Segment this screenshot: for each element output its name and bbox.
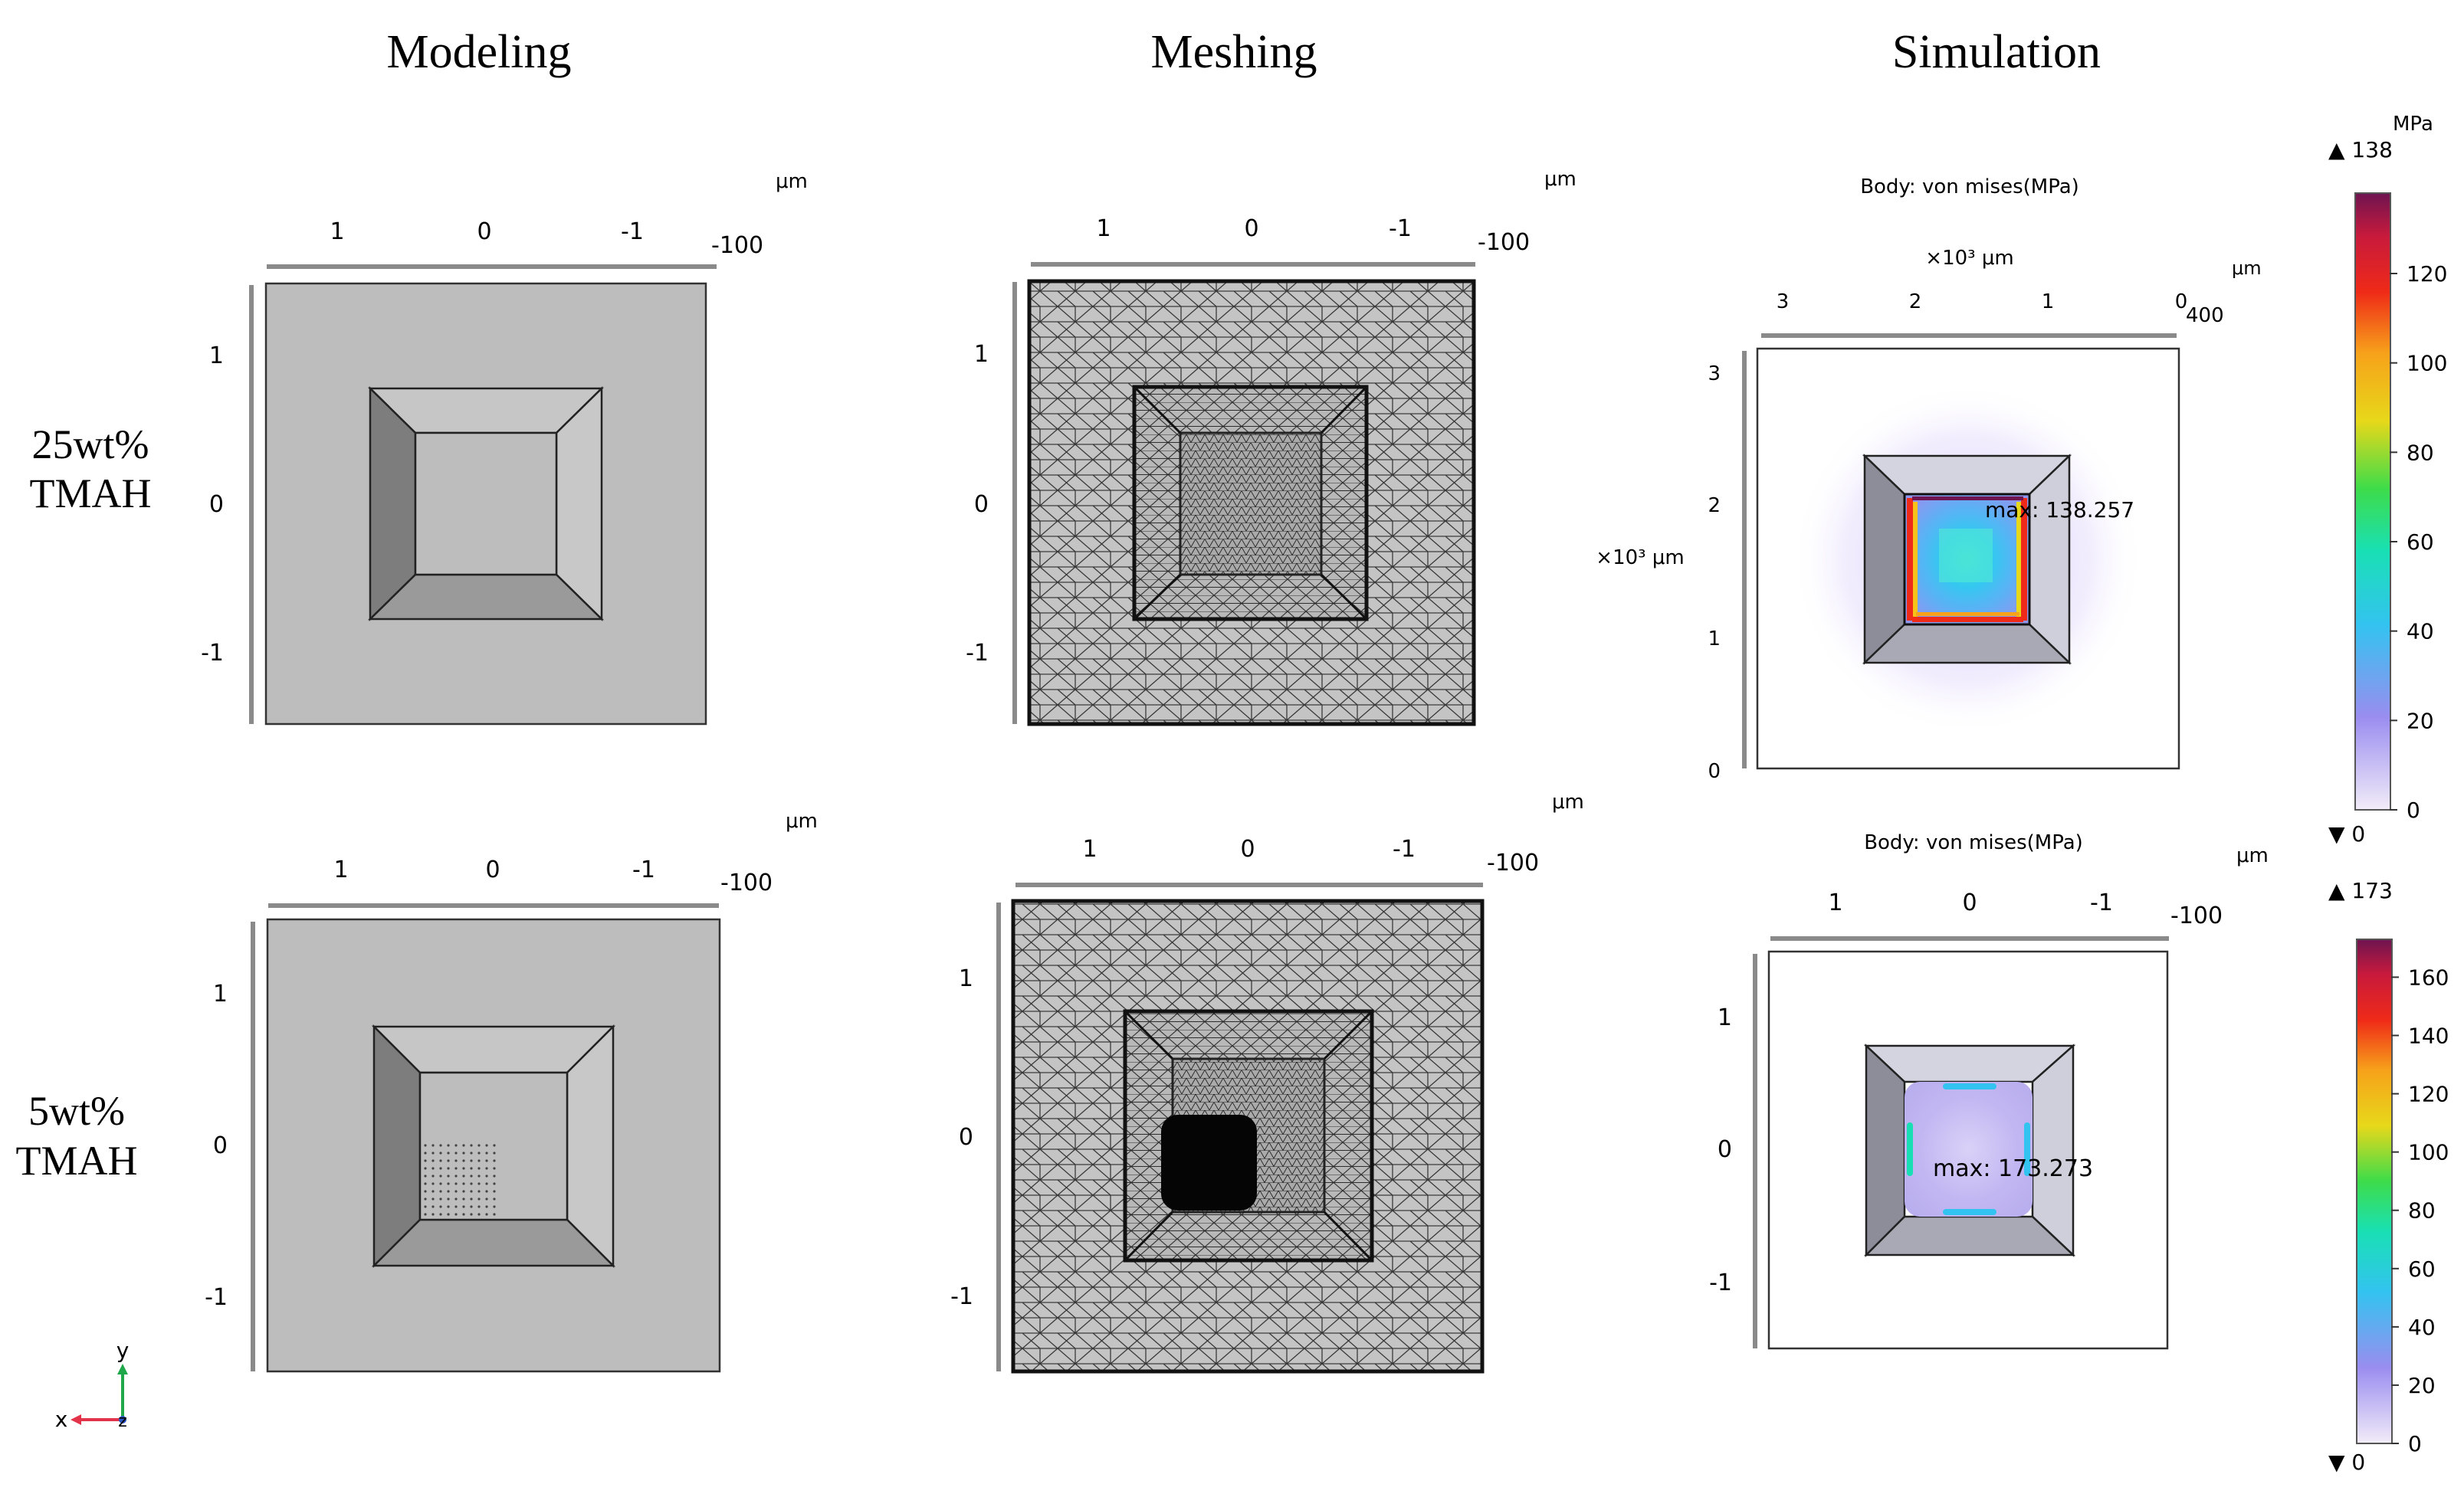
colorbar-tick-label: 80	[2407, 440, 2434, 465]
colorbar-tick-label: 0	[2407, 798, 2420, 823]
column-title-modeling: Modeling	[386, 26, 571, 78]
colorbar-tick-label: 160	[2408, 965, 2449, 990]
colorbar-max-label: ▲ 173	[2328, 878, 2393, 903]
x-tick-1: 1	[1082, 836, 1097, 863]
triad-z-label: z	[118, 1412, 127, 1431]
max-annotation-row1: max: 138.257	[1985, 497, 2134, 523]
y-tick-0: 0	[209, 491, 224, 518]
row-label-1-line2: TMAH	[30, 470, 152, 516]
simulation-title: Body: von mises(MPa)	[1860, 175, 2079, 198]
x-tick-1: 1	[2042, 290, 2055, 313]
y-tick-neg1: -1	[205, 1284, 228, 1311]
colorbar-tick-label: 20	[2407, 708, 2434, 733]
x-scale-label: ×10³ μm	[1925, 247, 2013, 270]
simulation-panel-row1: Body: von mises(MPa) ×10³ μm μm 3 2 1 0 …	[1596, 175, 2261, 783]
row-label-1-line1: 25wt%	[32, 421, 149, 467]
x-tick-2: 2	[1909, 290, 1922, 313]
colorbar-tick-label: 120	[2408, 1082, 2449, 1107]
x-tick-0: 0	[1962, 890, 1977, 916]
x-tick-neg100: -100	[1487, 850, 1539, 876]
axis-unit-um: μm	[786, 810, 818, 833]
x-tick-1: 1	[1828, 890, 1842, 916]
y-tick-2: 2	[1708, 494, 1721, 517]
x-tick-neg1: -1	[1393, 836, 1416, 863]
x-tick-1: 1	[1096, 215, 1111, 242]
colorbar-row2: ▲ 173 160 140 120 100 80 60 40 20 0 ▼ 0	[2328, 878, 2449, 1475]
colorbar-tick-label: 120	[2407, 261, 2447, 287]
triad-y-label: y	[116, 1338, 130, 1363]
colorbar-tick-label: 40	[2408, 1315, 2436, 1340]
axis-unit-um: μm	[776, 170, 808, 193]
y-tick-1: 1	[959, 965, 973, 992]
y-tick-1: 1	[209, 342, 224, 369]
y-tick-neg1: -1	[950, 1283, 973, 1310]
column-title-simulation: Simulation	[1892, 26, 2101, 78]
y-tick-0: 0	[959, 1124, 973, 1151]
colorbar-tick-label: 100	[2408, 1140, 2449, 1165]
meshing-panel-row1: μm 1 0 -1 -100 1 0 -1	[966, 168, 1577, 726]
colorbar-tick-label: 100	[2407, 351, 2447, 376]
y-tick-neg1: -1	[1709, 1270, 1732, 1296]
colorbar-tick-label: 140	[2408, 1024, 2449, 1049]
colorbar-tick-label: 80	[2408, 1198, 2436, 1224]
y-tick-0: 0	[974, 491, 989, 518]
x-tick-0: 0	[1240, 836, 1255, 863]
meshing-panel-row2: μm 1 0 -1 -100 1 0 -1	[950, 791, 1584, 1374]
simulation-panel-row2: Body: von mises(MPa) μm 1 0 -1 -100 1 0 …	[1709, 831, 2269, 1350]
colorbar-row1: MPa ▲ 138 120 100 80 60 40 20 0 ▼ 0	[2328, 113, 2447, 847]
colorbar-tick-label: 0	[2408, 1431, 2422, 1456]
row-label-2-line2: TMAH	[16, 1138, 138, 1184]
x-tick-neg100: -100	[1478, 229, 1530, 256]
colorbar-unit: MPa	[2393, 113, 2433, 136]
x-tick-0: 0	[485, 857, 500, 883]
x-tick-0: 0	[477, 218, 491, 245]
y-tick-neg1: -1	[966, 640, 989, 667]
triad-x-label: x	[55, 1407, 68, 1432]
x-tick-0: 0	[2175, 290, 2188, 313]
colorbar-min-label: ▼ 0	[2328, 821, 2365, 847]
axis-triad: y x z	[55, 1338, 130, 1432]
y-scale-label: ×10³ μm	[1596, 546, 1684, 569]
colorbar-tick-label: 20	[2408, 1373, 2436, 1398]
x-tick-1: 1	[333, 857, 348, 883]
x-tick-400: 400	[2186, 304, 2224, 327]
colorbar-tick-label: 60	[2407, 529, 2434, 555]
axis-unit-um: μm	[1544, 168, 1577, 191]
x-tick-1: 1	[330, 218, 344, 245]
axis-unit-um: μm	[2236, 844, 2269, 867]
colorbar-tick-label: 60	[2408, 1256, 2436, 1282]
y-tick-neg1: -1	[201, 640, 224, 667]
colorbar-max-label: ▲ 138	[2328, 137, 2393, 162]
y-tick-1: 1	[1708, 627, 1721, 650]
colorbar-min-label: ▼ 0	[2328, 1450, 2365, 1475]
max-annotation-row2: max: 173.273	[1933, 1155, 2093, 1182]
y-tick-0: 0	[1708, 760, 1721, 783]
colorbar-tick-label: 40	[2407, 619, 2434, 644]
column-title-meshing: Meshing	[1151, 26, 1317, 78]
x-tick-neg1: -1	[621, 218, 644, 245]
x-tick-neg100: -100	[720, 870, 773, 896]
x-tick-neg100: -100	[711, 232, 763, 259]
simulation-title: Body: von mises(MPa)	[1864, 831, 2083, 854]
y-tick-0: 0	[1718, 1136, 1732, 1163]
modeling-panel-row1: μm 1 0 -1 -100 1 0 -1	[201, 170, 808, 726]
row-label-2-line1: 5wt%	[28, 1088, 125, 1134]
x-tick-3: 3	[1777, 290, 1790, 313]
x-tick-neg1: -1	[2090, 890, 2113, 916]
y-tick-1: 1	[213, 981, 228, 1007]
y-tick-1: 1	[974, 341, 989, 368]
x-tick-neg1: -1	[632, 857, 655, 883]
y-tick-3: 3	[1708, 362, 1721, 385]
x-tick-0: 0	[1244, 215, 1258, 242]
y-tick-0: 0	[213, 1132, 228, 1159]
y-tick-1: 1	[1718, 1004, 1732, 1031]
axis-unit-um: μm	[1552, 791, 1584, 814]
modeling-panel-row2: μm 1 0 -1 -100 1 0 -1	[205, 810, 818, 1373]
x-tick-neg100: -100	[2170, 903, 2223, 929]
axis-unit-um: μm	[2232, 257, 2262, 279]
x-tick-neg1: -1	[1389, 215, 1412, 242]
